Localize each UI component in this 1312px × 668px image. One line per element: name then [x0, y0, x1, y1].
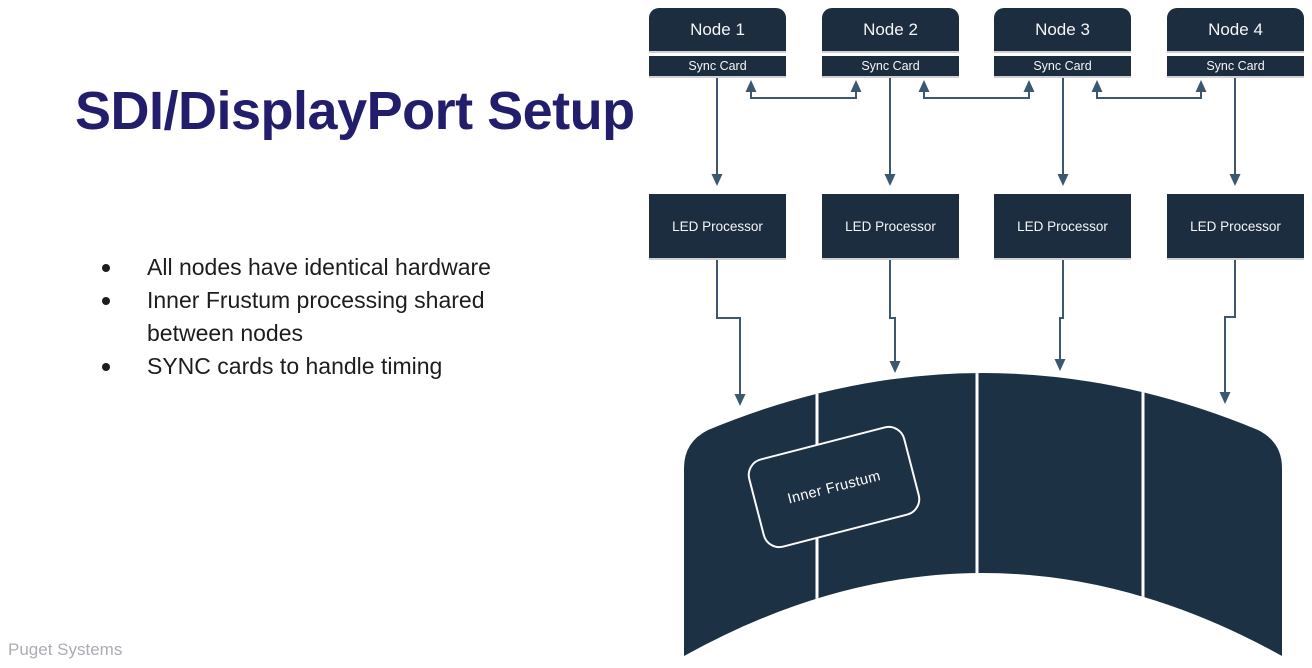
node-box: Node 1	[649, 8, 786, 53]
node-column-4: Node 4 Sync Card LED Processor	[1167, 0, 1304, 300]
node-column-3: Node 3 Sync Card LED Processor	[994, 0, 1131, 300]
led-processor-box: LED Processor	[1167, 194, 1304, 260]
bullet-item: SYNC cards to handle timing	[100, 350, 550, 383]
inner-frustum-region: Inner Frustum	[747, 425, 921, 549]
node-box: Node 3	[994, 8, 1131, 53]
inner-frustum-box	[747, 425, 921, 549]
footer-brand: Puget Systems	[8, 640, 123, 659]
sync-interconnect-arrows	[745, 80, 1207, 99]
sync-to-led-arrows	[711, 78, 1241, 186]
led-to-wall-arrows	[716, 260, 1236, 406]
bullet-item: Inner Frustum processing shared between …	[100, 284, 550, 350]
sync-card-box: Sync Card	[649, 56, 786, 78]
led-processor-box: LED Processor	[994, 194, 1131, 260]
sync-card-box: Sync Card	[822, 56, 959, 78]
bullet-item: All nodes have identical hardware	[100, 251, 550, 284]
led-processor-box: LED Processor	[649, 194, 786, 260]
sync-card-box: Sync Card	[1167, 56, 1304, 78]
node-column-1: Node 1 Sync Card LED Processor	[649, 0, 786, 300]
sync-card-box: Sync Card	[994, 56, 1131, 78]
node-column-2: Node 2 Sync Card LED Processor	[822, 0, 959, 300]
node-box: Node 4	[1167, 8, 1304, 53]
bullet-list: All nodes have identical hardware Inner …	[100, 251, 550, 383]
page-title: SDI/DisplayPort Setup	[75, 81, 635, 141]
led-wall: Inner Frustum	[684, 373, 1282, 656]
node-box: Node 2	[822, 8, 959, 53]
led-processor-box: LED Processor	[822, 194, 959, 260]
